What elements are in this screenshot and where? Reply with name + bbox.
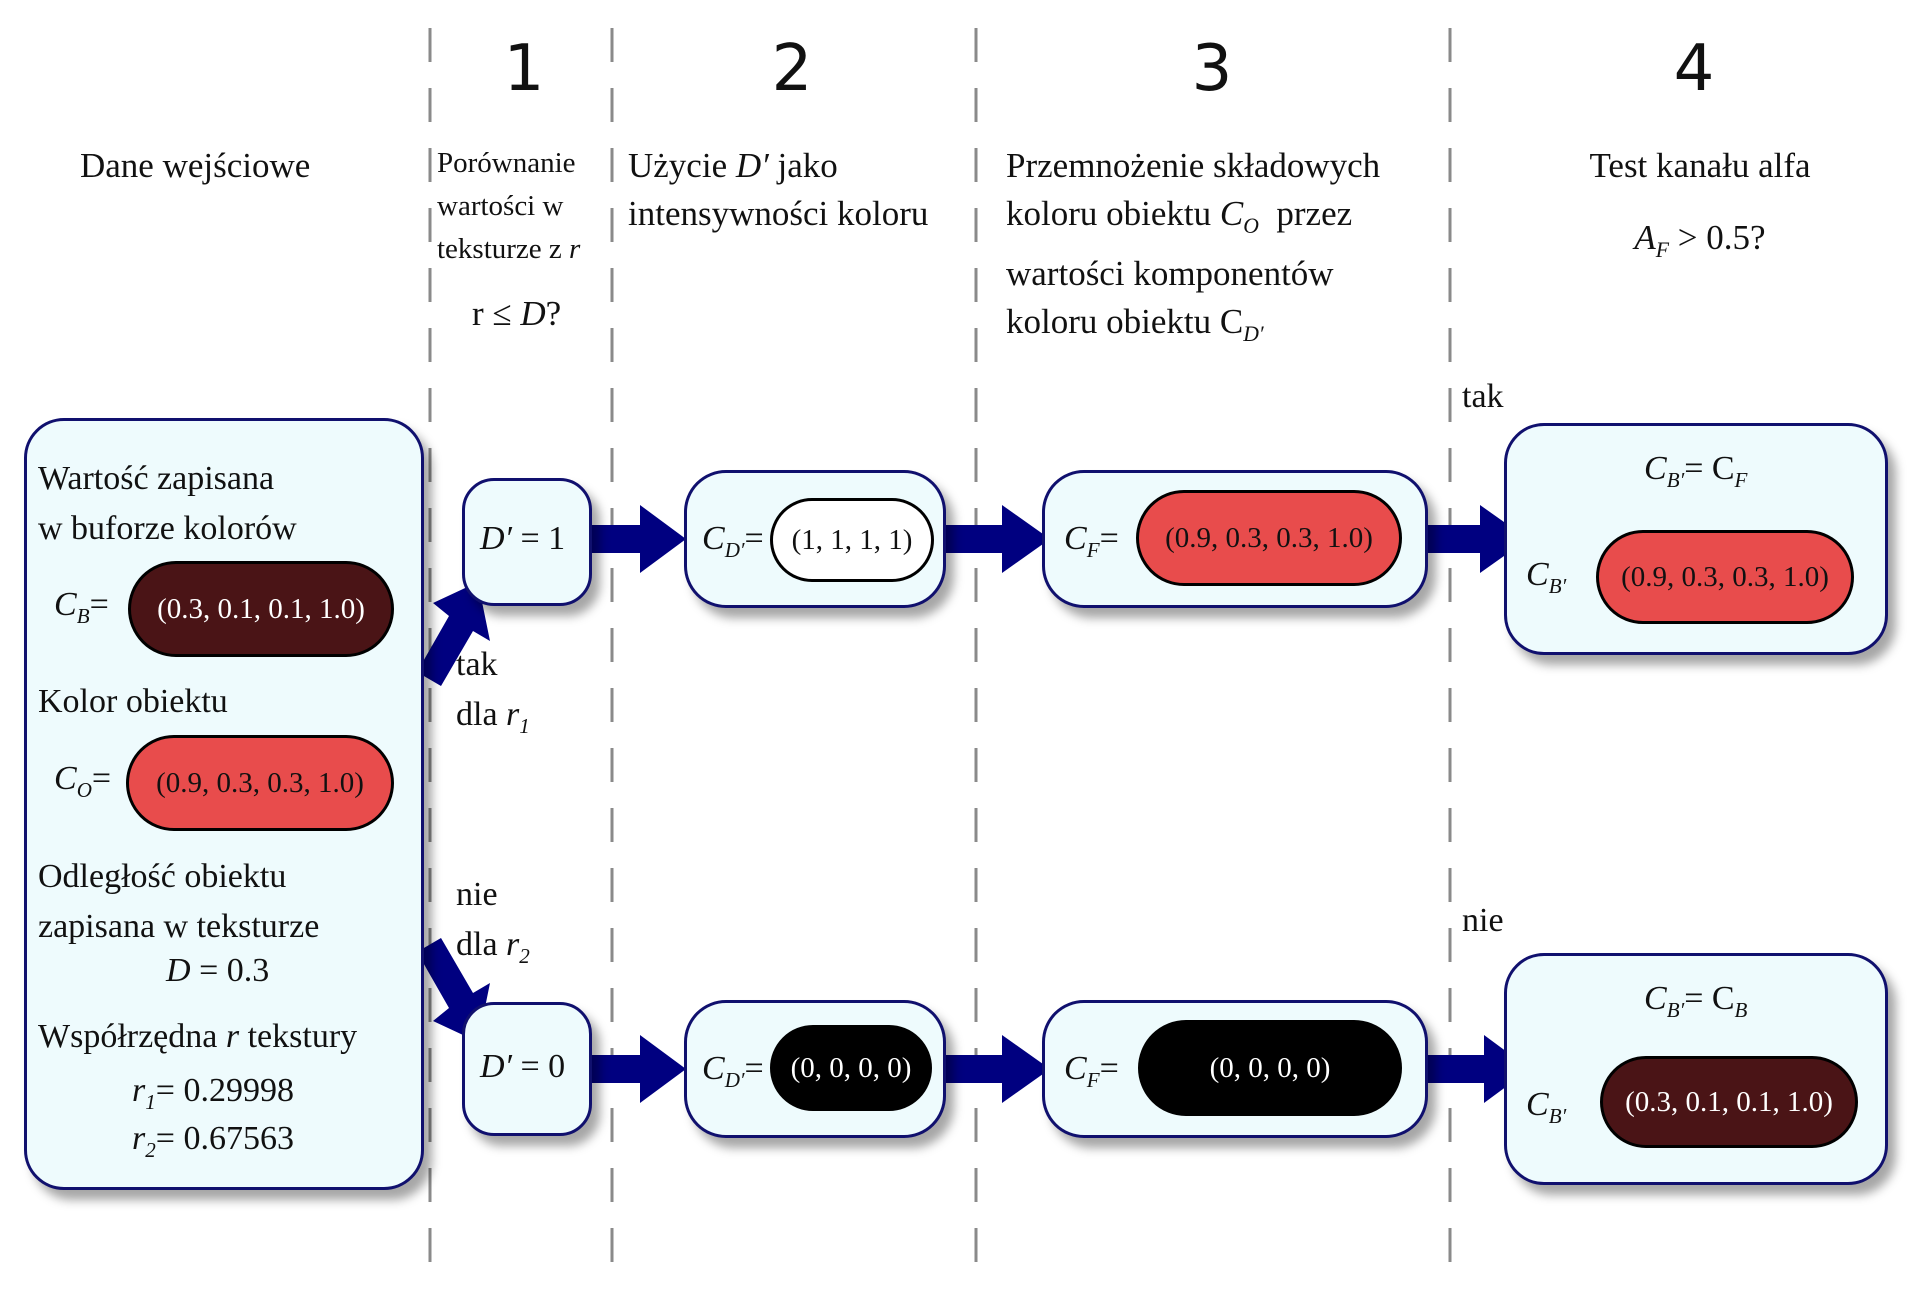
cd-bottom-value-pill: (0, 0, 0, 0) <box>770 1025 932 1111</box>
branch-yes-label: tak dla r1 <box>456 646 530 738</box>
result-top-value-pill: (0.9, 0.3, 0.3, 1.0) <box>1596 530 1854 624</box>
arrow-bottom-2 <box>944 1035 1050 1103</box>
cf-bottom-value-pill: (0, 0, 0, 0) <box>1138 1020 1402 1116</box>
arrow-top-2 <box>944 505 1050 573</box>
co-value-pill: (0.9, 0.3, 0.3, 1.0) <box>126 735 394 831</box>
cd-top-value-pill: (1, 1, 1, 1) <box>770 498 934 582</box>
cd-top-variable: CD′= <box>702 520 764 562</box>
result-top-equation: CB′= CF <box>1644 450 1748 492</box>
object-color-label: Kolor obiektu <box>38 683 228 720</box>
coord-label: Współrzędna r tekstury <box>38 1018 358 1055</box>
result-bottom-variable: CB′ <box>1526 1086 1567 1128</box>
flow-arrows <box>417 505 1530 1103</box>
header-stage4-condition: AF > 0.5? <box>1634 218 1766 262</box>
dprime-box-top <box>462 478 592 606</box>
header-stage1: Porównanie wartości w teksturze z r <box>437 147 581 265</box>
buffer-label: Wartość zapisana w buforze kolorów <box>38 460 297 547</box>
result-top-variable: CB′ <box>1526 556 1567 598</box>
cf-top-value-pill: (0.9, 0.3, 0.3, 1.0) <box>1136 490 1402 586</box>
branch-no-label: nie dla r2 <box>456 876 530 968</box>
co-variable: CO= <box>54 760 112 802</box>
header-input: Dane wejściowe <box>80 146 311 185</box>
header-stage4: Test kanału alfa <box>1589 146 1811 185</box>
arrow-branch-yes <box>417 582 490 686</box>
result-bottom-equation: CB′= CB <box>1644 980 1748 1022</box>
cb-value-pill: (0.3, 0.1, 0.1, 1.0) <box>128 561 394 657</box>
arrow-bottom-3 <box>1418 1035 1530 1103</box>
dprime-bottom-label: D′ = 0 <box>480 1048 566 1085</box>
alpha-yes-label: tak <box>1462 378 1504 415</box>
stage-number-3: 3 <box>1191 32 1233 106</box>
r2-value: r2= 0.67563 <box>132 1120 294 1162</box>
header-stage3: Przemnożenie składowych koloru obiektu C… <box>1006 146 1381 346</box>
header-stage1-condition: r ≤ D? <box>472 294 562 333</box>
cf-bottom-variable: CF= <box>1064 1050 1119 1092</box>
r1-value: r1= 0.29998 <box>132 1072 294 1114</box>
cd-bottom-variable: CD′= <box>702 1050 764 1092</box>
arrow-top-3 <box>1418 505 1528 573</box>
arrow-bottom-1 <box>588 1035 686 1103</box>
dprime-box-bottom <box>462 1002 592 1136</box>
stage-number-4: 4 <box>1673 32 1715 106</box>
alpha-no-label: nie <box>1462 902 1504 939</box>
header-stage2: Użycie D′ jako intensywności koloru <box>628 146 929 233</box>
arrow-top-1 <box>588 505 686 573</box>
stage-number-2: 2 <box>771 32 813 106</box>
cb-variable: CB= <box>54 586 109 628</box>
result-bottom-value-pill: (0.3, 0.1, 0.1, 1.0) <box>1600 1056 1858 1148</box>
distance-value: D = 0.3 <box>166 952 270 989</box>
dprime-top-label: D′ = 1 <box>480 520 566 557</box>
cf-top-variable: CF= <box>1064 520 1119 562</box>
distance-label: Odległość obiektu zapisana w teksturze <box>38 858 320 945</box>
stage-number-1: 1 <box>503 32 545 106</box>
